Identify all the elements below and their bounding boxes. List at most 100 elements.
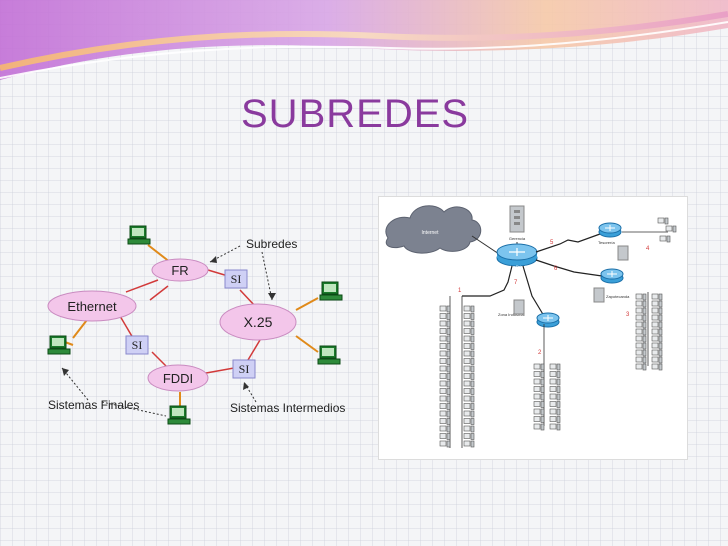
workstation-icon xyxy=(439,380,451,388)
workstation-icon xyxy=(463,343,475,350)
workstation-icon xyxy=(533,401,545,408)
workstation-icon xyxy=(657,217,669,225)
workstation-icon xyxy=(439,313,451,320)
workstation-icon xyxy=(463,320,475,328)
server-icon xyxy=(513,299,525,315)
workstation-icon xyxy=(549,416,561,423)
si-box: SI xyxy=(125,335,149,355)
workstation-icon xyxy=(463,305,475,313)
workstation-icon xyxy=(665,225,677,233)
computer-icon xyxy=(317,345,341,365)
server-icon xyxy=(617,245,629,261)
server-icon xyxy=(593,287,605,303)
topology-links xyxy=(462,233,603,317)
callout-sistemas-intermedios: Sistemas Intermedios xyxy=(230,401,345,415)
internet-cloud-icon: Internet xyxy=(385,205,482,254)
workstation-icon xyxy=(463,440,475,448)
branch-number: 4 xyxy=(646,246,650,252)
zapotecas-label: Zapotecanda xyxy=(606,294,630,299)
workstation-icon xyxy=(463,403,475,410)
workstation-icon xyxy=(651,342,663,350)
workstation-icon xyxy=(463,380,475,388)
workstation-icon xyxy=(439,433,451,440)
workstation-icon xyxy=(439,358,451,365)
workstation-icon xyxy=(651,356,663,364)
tesoreria-label: Tesorería xyxy=(598,240,615,245)
workstation-icon xyxy=(439,335,451,343)
topology-diagram: Internet Gerencia Router Principal xyxy=(385,205,677,448)
network-fddi-label: FDDI xyxy=(163,371,193,386)
callout-arrows xyxy=(61,245,276,417)
branch-number: 3 xyxy=(626,312,630,318)
workstation-icon xyxy=(533,393,545,401)
network-fr: FR xyxy=(151,258,209,282)
workstation-icon xyxy=(651,363,663,371)
network-x25: X.25 xyxy=(219,303,297,341)
slide-title: SUBREDES xyxy=(241,92,470,136)
workstation-icon xyxy=(439,343,451,350)
workstation-icon xyxy=(463,358,475,365)
zona-industrial-label: Zona Industrial xyxy=(498,312,525,317)
workstation-icon xyxy=(463,373,475,380)
workstation-icon xyxy=(439,388,451,395)
workstation-icon xyxy=(463,410,475,418)
callout-subredes: Subredes xyxy=(246,237,297,251)
network-fddi: FDDI xyxy=(147,364,209,392)
network-ethernet: Ethernet xyxy=(47,290,137,322)
network-x25-label: X.25 xyxy=(244,314,273,330)
workstation-icon xyxy=(549,363,561,371)
workstation-icon xyxy=(439,418,451,425)
branch-number: 6 xyxy=(554,266,558,272)
workstation-icon xyxy=(651,328,663,336)
network-fr-label: FR xyxy=(171,263,188,278)
branch-number: 7 xyxy=(514,280,518,286)
workstation-icon xyxy=(635,314,647,322)
workstation-icon xyxy=(651,293,663,301)
workstation-icon xyxy=(439,395,451,403)
workstation-icon xyxy=(463,433,475,440)
workstation-icon xyxy=(463,313,475,320)
workstation-icon xyxy=(651,321,663,329)
si-label: SI xyxy=(239,362,250,376)
workstation-icon xyxy=(533,371,545,378)
workstation-icon xyxy=(439,410,451,418)
workstation-icon xyxy=(439,373,451,380)
si-box: SI xyxy=(232,359,256,379)
internet-label: Internet xyxy=(422,230,440,236)
workstation-columns xyxy=(439,217,677,448)
workstation-icon xyxy=(635,363,647,371)
router-tesoreria-icon: Tesorería xyxy=(598,222,622,245)
router-principal-label: Router Principal xyxy=(503,264,532,269)
branch-number: 2 xyxy=(538,350,542,356)
workstation-icon xyxy=(439,365,451,373)
workstation-icon xyxy=(635,356,647,364)
workstation-icon xyxy=(463,395,475,403)
workstation-icon xyxy=(635,300,647,308)
network-links xyxy=(53,244,319,408)
workstation-icon xyxy=(635,342,647,350)
computer-icon xyxy=(167,405,191,425)
workstation-icon xyxy=(533,378,545,386)
workstation-icon xyxy=(549,371,561,378)
workstation-icon xyxy=(651,349,663,357)
si-label: SI xyxy=(231,272,242,286)
workstation-icon xyxy=(533,416,545,423)
workstation-icon xyxy=(635,335,647,343)
workstation-icon xyxy=(635,293,647,301)
workstation-icon xyxy=(651,300,663,308)
computer-icon xyxy=(47,335,71,355)
callout-sistemas-finales: Sistemas Finales xyxy=(48,398,139,412)
computer-icon xyxy=(319,281,343,301)
workstation-icon xyxy=(533,386,545,393)
building-icon: Gerencia xyxy=(509,205,526,241)
workstation-icon xyxy=(439,350,451,358)
workstation-icon xyxy=(463,388,475,395)
workstation-icon xyxy=(463,425,475,433)
gerencia-label: Gerencia xyxy=(509,236,526,241)
workstation-icon xyxy=(439,440,451,448)
branch-number: 5 xyxy=(550,240,554,246)
workstation-icon xyxy=(533,423,545,431)
workstation-icon xyxy=(463,350,475,358)
